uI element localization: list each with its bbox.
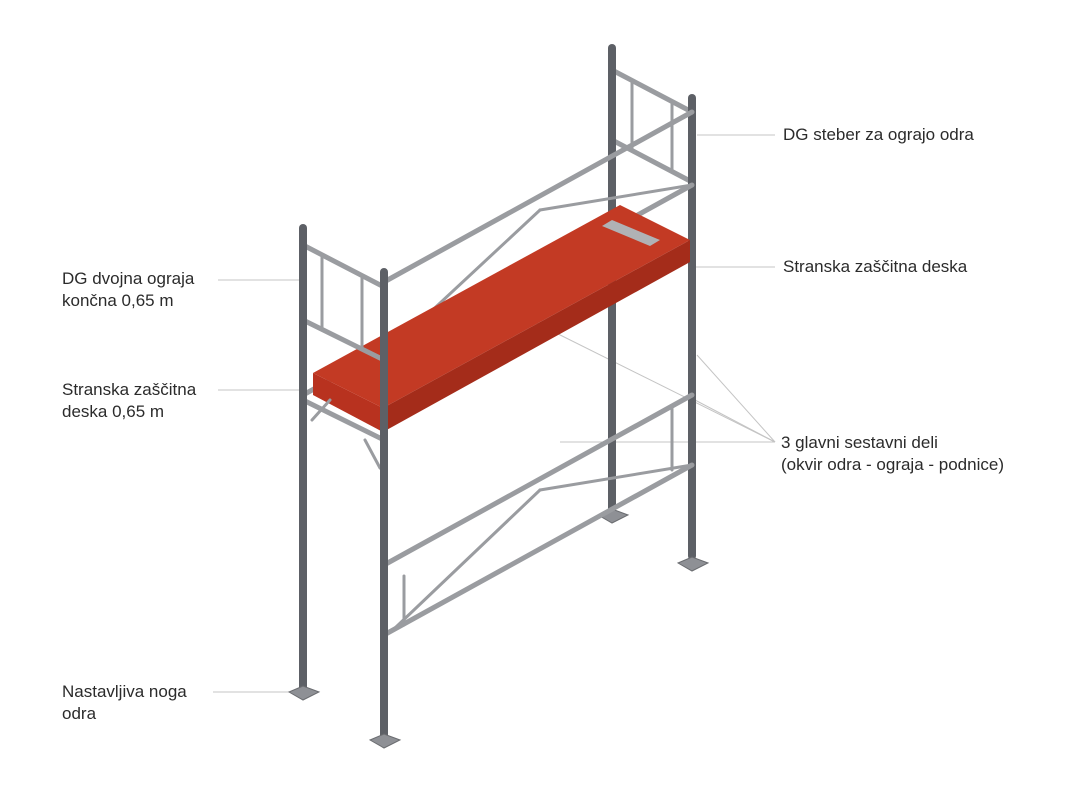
front-frame bbox=[287, 224, 402, 749]
label-side-board: Stranska zaščitna deska bbox=[783, 257, 968, 276]
label-adjustable-leg: Nastavljiva noga odra bbox=[62, 681, 187, 725]
label-main-parts: 3 glavni sestavni deli (okvir odra - ogr… bbox=[781, 432, 1004, 476]
label-adjustable-leg-line1: Nastavljiva noga bbox=[62, 682, 187, 701]
label-guard-post: DG steber za ograjo odra bbox=[783, 125, 974, 144]
deck-platform bbox=[313, 205, 690, 432]
label-double-rail-line1: DG dvojna ograja bbox=[62, 269, 195, 288]
label-main-parts-line1: 3 glavni sestavni deli bbox=[781, 433, 938, 452]
label-side-board-short-line2: deska 0,65 m bbox=[62, 402, 165, 421]
label-adjustable-leg-line2: odra bbox=[62, 704, 97, 723]
label-side-board-short-line1: Stranska zaščitna bbox=[62, 380, 197, 399]
back-frame bbox=[596, 44, 710, 572]
label-side-board-short: Stranska zaščitna deska 0,65 m bbox=[62, 379, 196, 423]
label-double-rail-line2: končna 0,65 m bbox=[62, 291, 174, 310]
label-main-parts-line2: (okvir odra - ograja - podnice) bbox=[781, 455, 1004, 474]
label-double-rail: DG dvojna ograja končna 0,65 m bbox=[62, 268, 194, 312]
